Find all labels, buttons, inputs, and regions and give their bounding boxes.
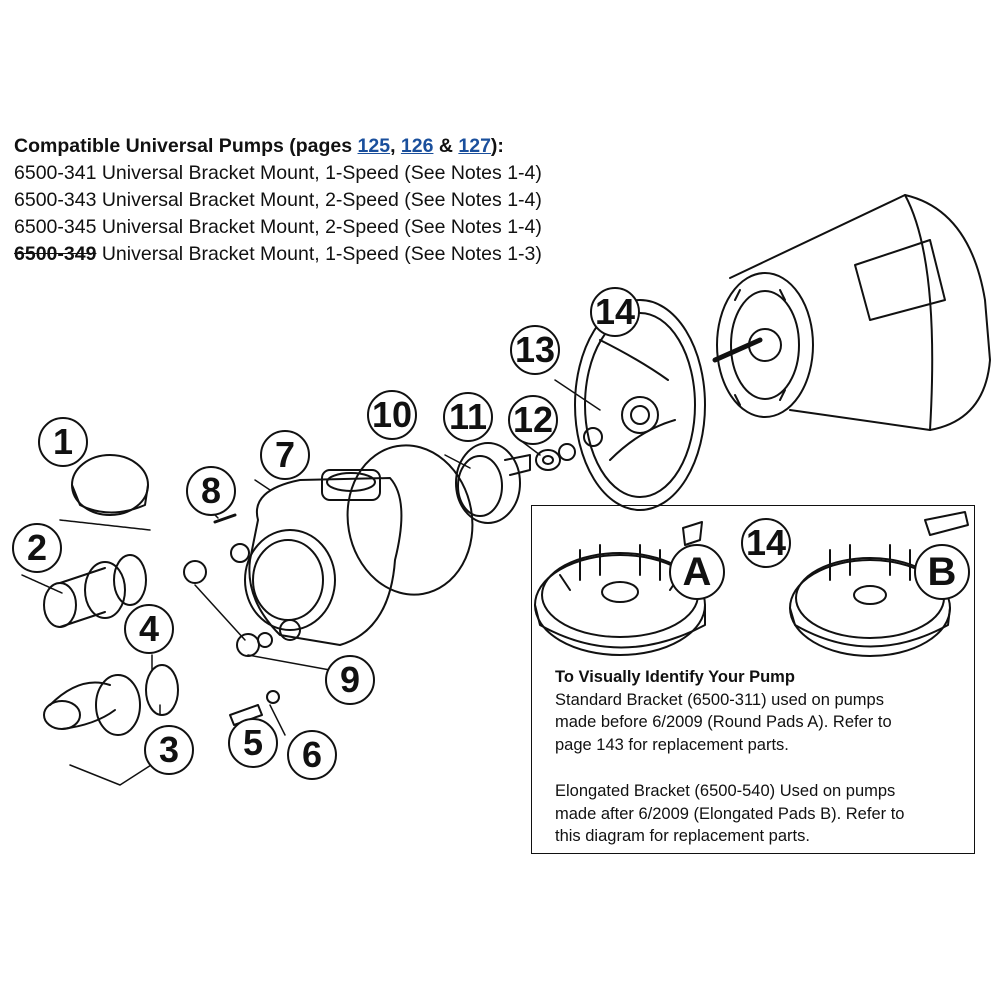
callout-4: 4 bbox=[124, 604, 174, 654]
identify-text: To Visually Identify Your Pump Standard … bbox=[555, 666, 904, 848]
union-nut-drawing bbox=[71, 454, 149, 516]
callout-9: 9 bbox=[325, 655, 375, 705]
pad-label-a: A bbox=[669, 544, 725, 600]
pump-line-3: 6500-345 Universal Bracket Mount, 2-Spee… bbox=[14, 216, 542, 238]
gasket-drawing bbox=[113, 554, 147, 606]
header-title: Compatible Universal Pumps (pages 125, 1… bbox=[14, 135, 504, 157]
callout-12: 12 bbox=[508, 395, 558, 445]
elongated-line-3: this diagram for replacement parts. bbox=[555, 827, 810, 845]
callout-14: 14 bbox=[590, 287, 640, 337]
compatible-pumps-header: Compatible Universal Pumps (pages 125, 1… bbox=[14, 133, 542, 268]
standard-line-1: Standard Bracket (6500-311) used on pump… bbox=[555, 690, 884, 709]
impeller-drawing bbox=[455, 442, 531, 524]
bracket-drawing bbox=[574, 299, 706, 511]
callout-8: 8 bbox=[186, 466, 236, 516]
callout-11: 11 bbox=[443, 392, 493, 442]
callout-2: 2 bbox=[12, 523, 62, 573]
page-link-126[interactable]: 126 bbox=[400, 135, 434, 157]
identify-callout-14: 14 bbox=[741, 518, 791, 568]
pump-housing-drawing bbox=[230, 469, 403, 648]
callout-10: 10 bbox=[367, 390, 417, 440]
elongated-line-2: made after 6/2009 (Elongated Pads B). Re… bbox=[555, 804, 905, 823]
tailpiece-straight-drawing bbox=[43, 561, 126, 628]
identify-pump-box bbox=[531, 505, 975, 854]
page-link-125[interactable]: 125 bbox=[357, 135, 391, 157]
oring-drawing bbox=[346, 444, 474, 596]
seal-drawing bbox=[535, 443, 576, 471]
discontinued-model: 6500-349 bbox=[14, 243, 97, 265]
drain-plug-drawing bbox=[183, 560, 260, 657]
leader-lines bbox=[21, 379, 601, 786]
standard-line-3: page 143 for replacement parts. bbox=[555, 735, 789, 754]
pump-line-2: 6500-343 Universal Bracket Mount, 2-Spee… bbox=[14, 189, 542, 211]
ring-drawing bbox=[266, 690, 280, 704]
callout-3: 3 bbox=[144, 725, 194, 775]
identify-title: To Visually Identify Your Pump bbox=[555, 668, 795, 686]
page-link-127[interactable]: 127 bbox=[458, 135, 491, 157]
screw-drawing bbox=[213, 513, 237, 524]
tailpiece-elbow-drawing bbox=[43, 674, 141, 736]
standard-line-2: made before 6/2009 (Round Pads A). Refer… bbox=[555, 713, 892, 731]
elongated-line-1: Elongated Bracket (6500-540) Used on pum… bbox=[555, 782, 896, 800]
motor-drawing bbox=[712, 194, 991, 431]
callout-6: 6 bbox=[287, 730, 337, 780]
callout-5: 5 bbox=[228, 718, 278, 768]
pump-line-4: 6500-349 Universal Bracket Mount, 1-Spee… bbox=[14, 243, 542, 265]
callout-1: 1 bbox=[38, 417, 88, 467]
pad-label-b: B bbox=[914, 544, 970, 600]
callout-7: 7 bbox=[260, 430, 310, 480]
gasket-drawing-2 bbox=[145, 664, 179, 716]
callout-13: 13 bbox=[510, 325, 560, 375]
fitting-drawing bbox=[229, 704, 263, 726]
pump-line-1: 6500-341 Universal Bracket Mount, 1-Spee… bbox=[14, 162, 542, 184]
